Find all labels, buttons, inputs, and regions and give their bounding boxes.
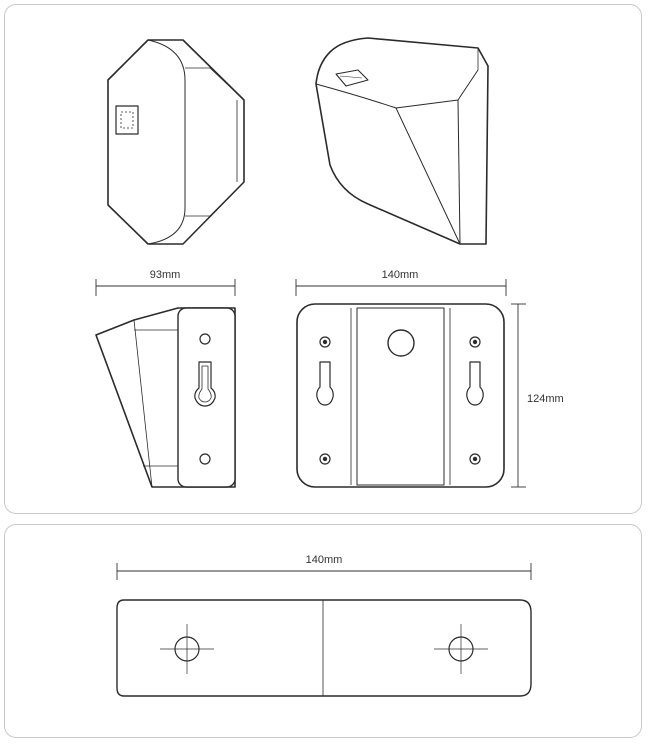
iso-connector — [335, 69, 369, 87]
dimension-front-width — [295, 279, 507, 296]
technical-drawing-panel — [4, 4, 642, 514]
dimension-label-front-width: 140mm — [382, 269, 419, 281]
front-right-keyhole — [466, 361, 484, 406]
front-view — [296, 303, 505, 488]
side-view — [95, 307, 236, 488]
dimension-side-width — [95, 279, 236, 296]
front-left-screw-top — [319, 336, 331, 348]
dimension-label-front-height: 124mm — [527, 393, 564, 405]
front-left-keyhole — [316, 361, 334, 406]
front-center-channel — [356, 307, 445, 486]
side-mount-plate — [177, 307, 236, 488]
front-view-outline — [296, 303, 505, 488]
iso-outline — [315, 37, 489, 245]
dimension-label-side-width: 93mm — [150, 269, 181, 281]
top-view-inner-curve — [147, 39, 186, 245]
bracket-outline — [116, 599, 532, 697]
front-center-button — [387, 329, 415, 357]
top-view-outline — [107, 39, 245, 245]
dimension-bracket-width — [116, 563, 532, 580]
dimension-label-bracket-width: 140mm — [306, 554, 343, 566]
front-right-screw-bottom — [469, 453, 481, 465]
mounting-bracket — [116, 599, 532, 697]
side-screw-hole-top — [199, 333, 211, 345]
side-keyhole-slot — [194, 361, 216, 407]
top-view — [107, 39, 245, 245]
front-left-screw-bottom — [319, 453, 331, 465]
front-right-screw-top — [469, 336, 481, 348]
isometric-view — [315, 37, 489, 245]
iso-front-edge — [315, 83, 461, 245]
connector-port — [115, 105, 139, 135]
side-screw-hole-bottom — [199, 453, 211, 465]
dimension-front-height — [511, 303, 526, 488]
